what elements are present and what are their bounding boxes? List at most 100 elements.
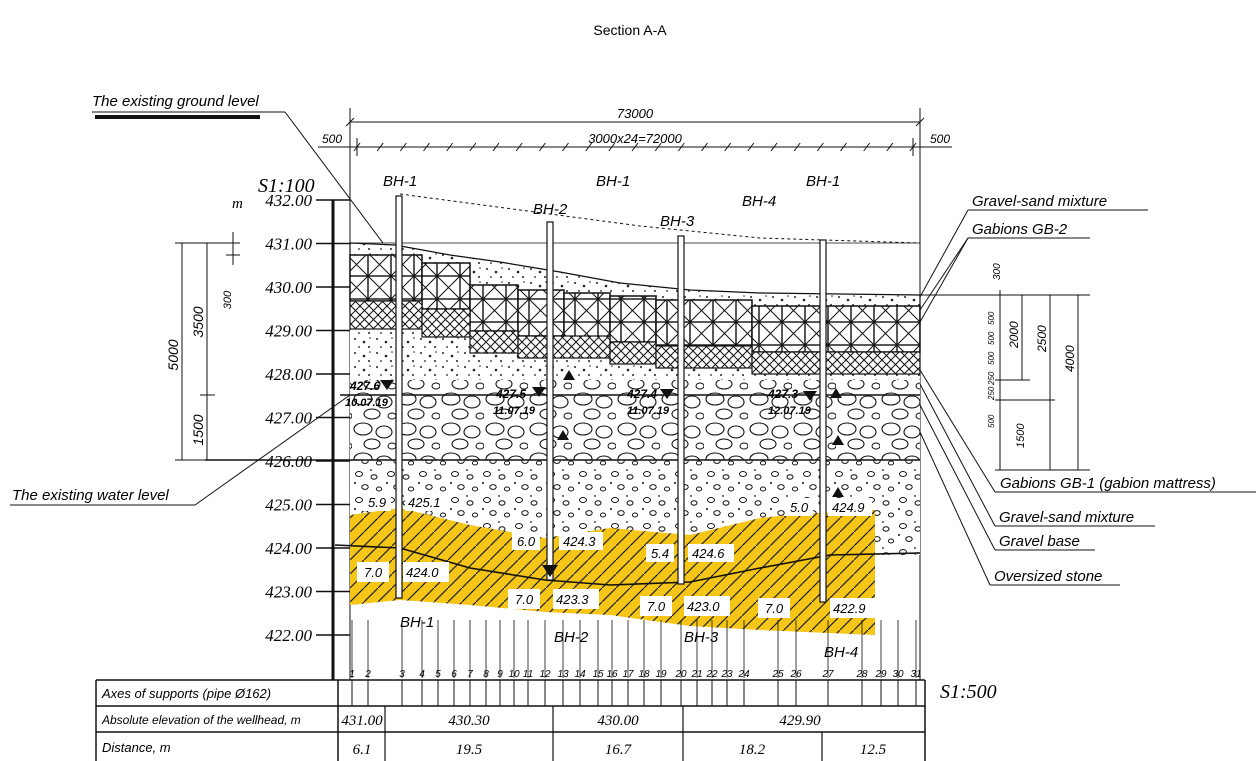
span-tick: [840, 142, 847, 152]
span-tick: [677, 142, 685, 152]
vertical-scale-label: S1:100: [258, 175, 315, 197]
total-length-dimension: 73000: [617, 106, 654, 121]
span-tick: [562, 142, 569, 152]
span-tick: [886, 142, 894, 152]
water-level-label: The existing water level: [12, 487, 169, 504]
layer-depth-3: 5.4: [651, 546, 669, 561]
distance-cell-1: 6.1: [353, 742, 372, 758]
span-tick: [399, 142, 407, 152]
borehole-pipes: [395, 195, 827, 603]
bh-label-bottom-3: BH-3: [684, 629, 719, 646]
support-axis-number: 3: [399, 669, 405, 680]
layer-elev-2: 424.3: [563, 534, 596, 549]
gabions-gb2-label: Gabions GB-2: [972, 221, 1068, 238]
support-axis-number: 16: [606, 669, 618, 680]
distance-cell-3: 16.7: [605, 742, 633, 758]
span-tick: [423, 142, 430, 152]
dim-right-500d: 500: [987, 414, 996, 428]
wl-level-1: 427.6: [349, 379, 380, 393]
support-axis-number: 25: [771, 669, 784, 680]
support-axes: [351, 620, 917, 678]
support-axis-number: 8: [483, 669, 489, 680]
span-tick: [446, 142, 454, 152]
design-profile-line: [399, 193, 921, 244]
wl-date-1: 10.07.19: [345, 397, 389, 409]
support-axis-number: 21: [690, 669, 702, 680]
bh-label-top-1: BH-1: [383, 173, 417, 190]
elevation-tick-label: 428.00: [265, 365, 312, 384]
bottom-table: [95, 679, 926, 761]
elevation-tick-label: 427.00: [265, 409, 312, 428]
support-axis-number: 13: [557, 669, 569, 680]
elevation-unit: m: [232, 196, 243, 212]
dim-right-2000: 2000: [1007, 321, 1021, 349]
bh-label-bottom-2: BH-2: [554, 629, 589, 646]
bh-label-bottom-4: BH-4: [824, 644, 858, 661]
layer-mark-labels: [363, 493, 872, 562]
bh-label-top-6: BH-1: [806, 173, 840, 190]
layer-elev-4: 424.9: [832, 500, 865, 515]
span-tick: [538, 142, 546, 152]
horizontal-scale-label: S1:500: [940, 681, 997, 703]
table-support-ticks: [351, 680, 917, 706]
right-vertical-dimensions: [920, 290, 1090, 471]
span-tick: [515, 142, 523, 152]
layer-depth-4: 5.0: [790, 500, 809, 515]
support-axis-number: 4: [419, 669, 425, 680]
elevation-tick-label: 426.00: [265, 452, 312, 471]
support-axis-number: 30: [892, 669, 904, 680]
span-tick: [608, 142, 616, 152]
span-tick: [353, 142, 361, 152]
dim-right-500b: 500: [987, 331, 996, 345]
dim-right-500c: 500: [987, 351, 996, 365]
dim-right-250b: 250: [987, 386, 996, 401]
wl-date-3: 11.07.19: [627, 405, 670, 417]
section-title: Section A-A: [593, 22, 667, 38]
wl-level-2: 427.5: [495, 387, 526, 401]
table-row-elevation-label: Absolute elevation of the wellhead, m: [101, 713, 301, 727]
support-axis-number: 18: [638, 669, 650, 680]
dim-right-1500: 1500: [1015, 423, 1027, 448]
bh-label-bottom-1: BH-1: [400, 614, 434, 631]
wl-date-4: 12.07.19: [768, 405, 812, 417]
support-axis-number: 14: [574, 669, 586, 680]
dim-right-500a: 500: [987, 311, 996, 325]
span-tick: [770, 142, 778, 152]
elevation-cell-2: 430.30: [448, 713, 490, 729]
bh-label-top-3: BH-1: [596, 173, 630, 190]
water-level-markers: [380, 370, 844, 577]
water-level-callout: [10, 394, 351, 506]
span-ticks: [353, 142, 917, 152]
bh-label-top-2: BH-2: [533, 201, 568, 218]
gravel-sand-top-label: Gravel-sand mixture: [972, 193, 1107, 210]
span-tick: [701, 142, 708, 152]
elevation-axis: 432.00431.00430.00429.00428.00427.00426.…: [265, 191, 350, 680]
clay-boundary-curve: [334, 544, 921, 586]
elevation-cell-3: 430.00: [597, 713, 639, 729]
dim-right-250a: 250: [987, 371, 996, 386]
dim-5000: 5000: [165, 339, 181, 370]
span-tick: [654, 142, 662, 152]
gravel-base-label: Gravel base: [999, 533, 1080, 550]
dim-300: 300: [222, 290, 234, 309]
support-axis-number: 11: [523, 669, 533, 680]
span-dimension: 3000x24=72000: [588, 131, 682, 146]
left-vertical-dimensions: [175, 232, 240, 461]
bottom-depth-4: 7.0: [765, 601, 784, 616]
ground-level-callout: [92, 111, 384, 244]
support-axis-number: 17: [622, 669, 634, 680]
bh-label-top-5: BH-4: [742, 193, 776, 210]
span-tick: [909, 142, 917, 152]
ground-level-label: The existing ground level: [92, 93, 259, 110]
dim-1500: 1500: [190, 414, 206, 445]
support-axis-number: 20: [674, 669, 687, 680]
bottom-depth-1: 7.0: [364, 565, 383, 580]
span-tick: [631, 142, 639, 152]
oversized-stone-label: Oversized stone: [994, 568, 1102, 585]
elevation-tick-label: 422.00: [265, 626, 312, 645]
bottom-depth-3: 7.0: [647, 599, 666, 614]
span-tick: [863, 142, 871, 152]
distance-cell-2: 19.5: [456, 742, 483, 758]
